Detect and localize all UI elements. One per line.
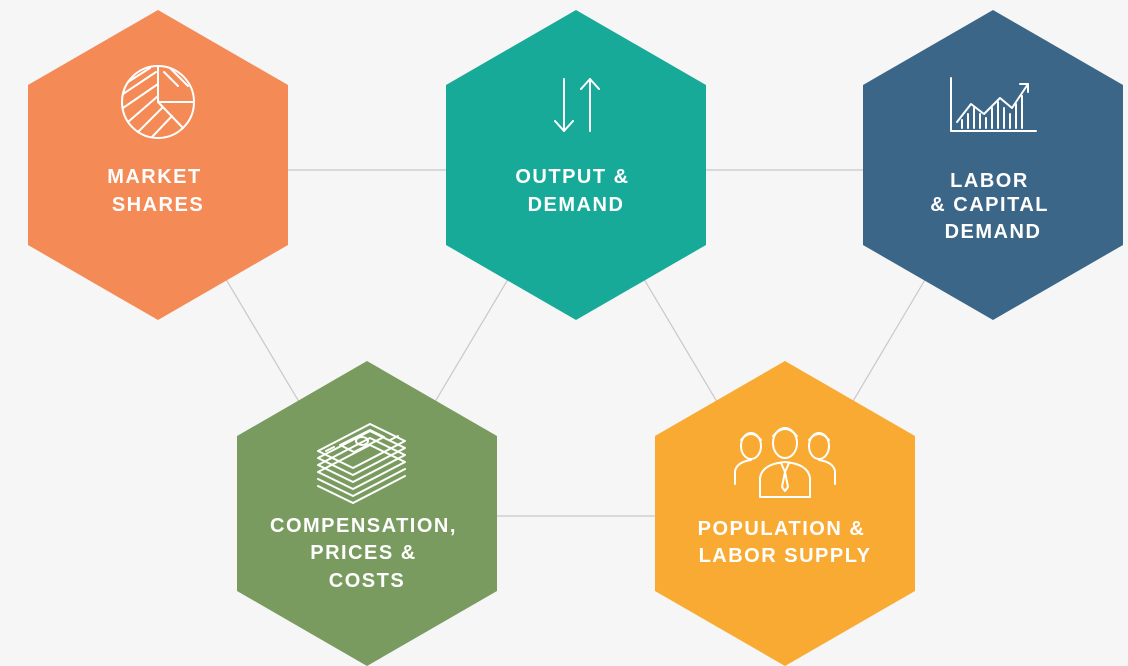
pie-chart-icon (121, 65, 195, 139)
up-down-arrows-icon (554, 78, 600, 132)
node-labor-capital-demand: LABOR & CAPITAL DEMAND (863, 10, 1123, 320)
labor-capital-label-line-2: & CAPITAL (930, 194, 1048, 216)
people-group-icon (734, 427, 836, 498)
hexagon-market-shares (28, 10, 288, 320)
svg-text:OUTPUT & DEMAND: OUTPUT & DEMAND (515, 166, 636, 216)
output-demand-label-line-2: DEMAND (528, 194, 625, 216)
compensation-label-line-1: COMPENSATION, (270, 515, 457, 537)
money-stack-icon (317, 423, 406, 504)
hexagon-compensation-prices-costs (237, 361, 497, 666)
hexagon-population-labor-supply (655, 361, 915, 666)
market-shares-label-line-1: MARKET (107, 166, 202, 188)
node-compensation-prices-costs: COMPENSATION, PRICES & COSTS (237, 361, 497, 666)
hexagon-labor-capital-demand (863, 10, 1123, 320)
labor-capital-label-line-1: LABOR (950, 170, 1029, 192)
compensation-label-line-2: PRICES & (310, 542, 416, 564)
node-output-demand: OUTPUT & DEMAND (446, 10, 706, 320)
node-market-shares: MARKET SHARES (28, 10, 288, 320)
market-shares-label-line-2: SHARES (112, 194, 204, 216)
output-demand-label-line-1: OUTPUT & (515, 166, 629, 188)
population-label-line-2: LABOR SUPPLY (699, 545, 872, 567)
node-population-labor-supply: POPULATION & LABOR SUPPLY (655, 361, 915, 666)
population-label-line-1: POPULATION & (698, 518, 866, 540)
hexagon-output-demand (446, 10, 706, 320)
svg-text:MARKET SHARES: MARKET SHARES (107, 166, 209, 216)
labor-capital-label-line-3: DEMAND (945, 221, 1042, 243)
svg-text:COMPENSATION, PRICES &: COMPENSATION, PRICES & COSTS (270, 515, 464, 592)
svg-text:POPULATION & LABOR SUPPL: POPULATION & LABOR SUPPLY (698, 518, 873, 567)
bar-line-chart-icon (950, 77, 1037, 132)
svg-text:LABOR & CAPITAL DE: LABOR & CAPITAL DEMAND (930, 170, 1055, 243)
compensation-label-line-3: COSTS (329, 570, 405, 592)
